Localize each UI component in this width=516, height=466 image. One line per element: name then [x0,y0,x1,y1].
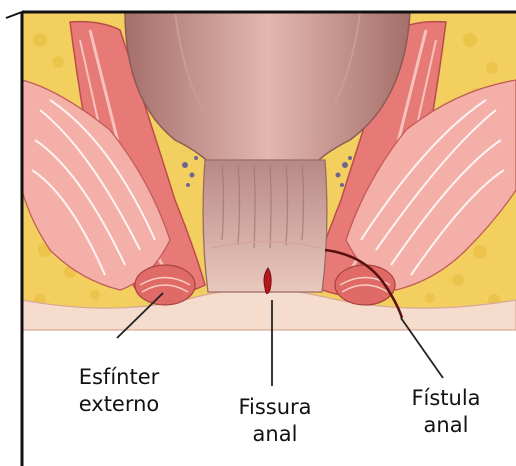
external-sphincter-label-line2: externo [54,391,184,418]
external-sphincter-label-line1: Esfínter [54,364,184,391]
anal-fissure-label-line2: anal [225,421,325,448]
anal-fissure-label: Fissura anal [225,394,325,448]
external-sphincter-label: Esfínter externo [54,364,184,418]
anal-fistula-label-line2: anal [396,412,496,439]
anal-canal [203,160,327,292]
anal-fissure-label-line1: Fissura [225,394,325,421]
anal-fistula-label: Fístula anal [396,385,496,439]
anal-fistula-label-line1: Fístula [396,385,496,412]
